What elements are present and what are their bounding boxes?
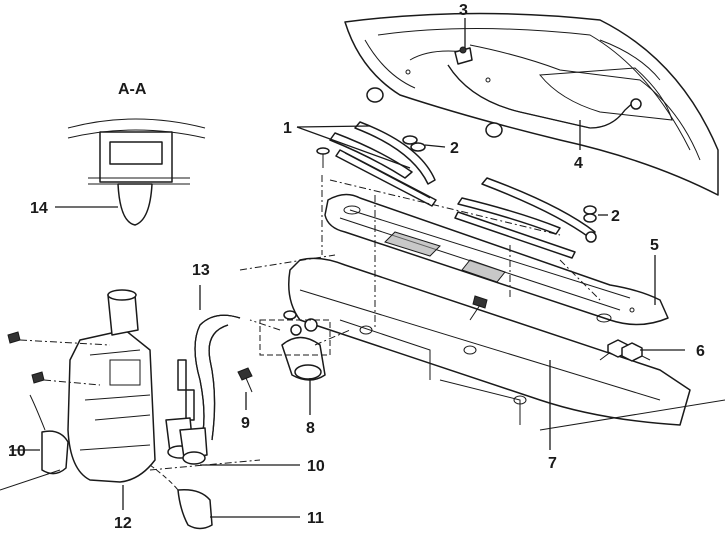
callout-12: 12 [114,515,132,532]
callout-3: 3 [459,2,468,19]
leader-lines [10,18,685,518]
cowl-top-body [288,257,725,431]
section-label-a-a: A-A [118,81,147,98]
pivot-washer-lower [583,205,597,223]
hood-washer-hose [447,64,642,129]
cowl-nut [607,339,643,362]
washer-pump-left [0,394,69,491]
callout-14: 14 [30,200,48,217]
cowl-screw [316,147,330,168]
callout-2-upper: 2 [450,140,459,157]
cowl-panel [324,193,669,326]
washer-hose-bundle [194,314,241,446]
reservoir-bolt [237,367,253,393]
callout-10-left: 10 [8,443,26,460]
motor-grommet [259,310,331,381]
callout-10-right: 10 [307,458,325,475]
section-a-a-detail [67,118,206,226]
reservoir-mount-bolts [7,331,111,386]
callout-4: 4 [574,155,583,172]
wiper-arm-right [454,177,597,259]
washer-reservoir [67,289,156,483]
wiper-arm-left [329,121,437,207]
cowl-bolt [469,295,488,321]
pivot-washer-upper [402,135,426,152]
washer-pumps [165,359,208,465]
callout-13: 13 [192,262,210,279]
callout-2-lower: 2 [611,208,620,225]
callout-5: 5 [650,237,659,254]
hood-panel [344,12,719,196]
callout-11: 11 [307,510,324,527]
callout-8: 8 [306,420,315,437]
callout-6: 6 [696,343,705,360]
washer-nozzle [454,46,473,65]
washer-hose-connector [149,464,213,530]
callout-9: 9 [241,415,250,432]
callout-7: 7 [548,455,557,472]
callout-1: 1 [283,120,292,137]
